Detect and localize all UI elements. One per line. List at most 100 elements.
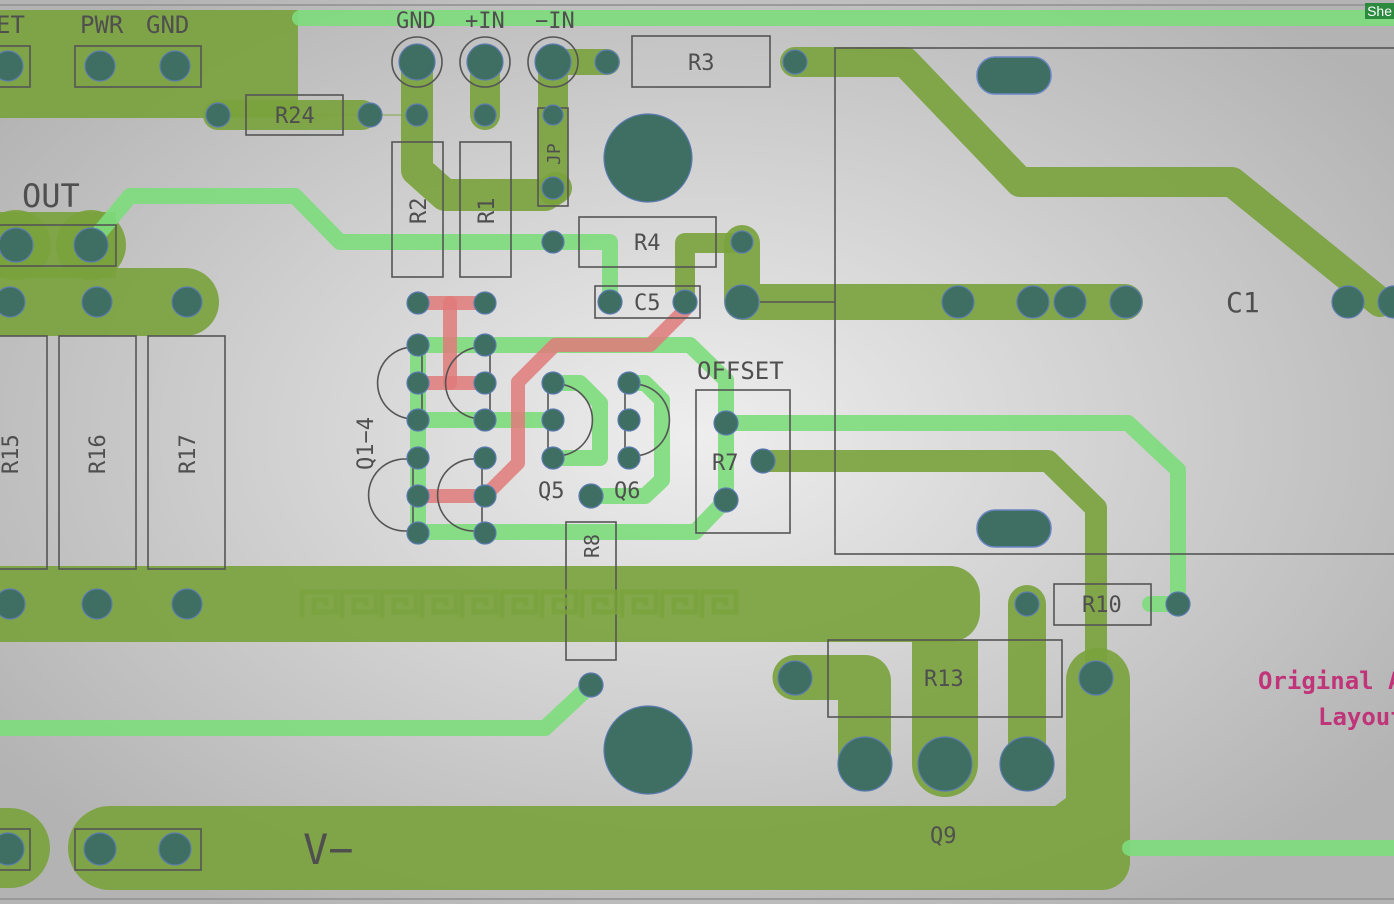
pad-c1-5: [1331, 285, 1365, 319]
gnd-label-left: GND: [146, 11, 189, 39]
ext-label: ET: [0, 11, 25, 39]
trace-c5-r4: [675, 233, 752, 312]
r16-outline: [58, 335, 137, 570]
pad-jp-b: [541, 176, 565, 200]
r13-outline: [827, 639, 1063, 718]
ground-bus-pour: [0, 566, 980, 642]
q3-outline: [367, 458, 414, 532]
pad-q9-3: [999, 736, 1055, 792]
pad-q9-2: [917, 736, 973, 792]
pad-q9-1: [837, 736, 893, 792]
r16-label: R16: [86, 434, 111, 474]
offset-label: OFFSET: [697, 357, 784, 385]
r4-outline: [578, 216, 717, 268]
r10-pad-pour: [1008, 585, 1046, 764]
pad-gnd: [159, 50, 191, 82]
pad-r4-a: [541, 230, 565, 254]
gnd-label-top: GND: [396, 9, 436, 34]
pad-q6-b: [617, 408, 641, 432]
v-minus-left-outline: [0, 828, 31, 871]
q9-label: Q9: [930, 824, 957, 849]
pad-r2-bot: [406, 291, 430, 315]
trace-r3-c1: [780, 47, 1394, 317]
pwr-label: PWR: [80, 11, 124, 39]
r7-label: R7: [712, 451, 739, 476]
pad-c1-3: [1053, 285, 1087, 319]
pad-r13-a: [777, 660, 813, 696]
pwr-gnd-pour: [0, 10, 298, 118]
pad-r15-top: [0, 286, 26, 318]
meander-logo: [299, 589, 739, 618]
out-connector-outline: [0, 224, 117, 267]
r10-outline: [1053, 583, 1152, 626]
pad-c1-2: [1016, 285, 1050, 319]
c1-slot-pads: [976, 56, 1052, 548]
pad-c5-b: [672, 289, 698, 315]
pad-q2-a: [473, 333, 497, 357]
v-minus-left-pad: [0, 808, 50, 888]
pad-out-a: [0, 227, 34, 263]
pad-gnd-jack: [398, 43, 436, 81]
pad-q6-a: [617, 371, 641, 395]
out-label: OUT: [22, 177, 80, 215]
pad-c1-4: [1109, 285, 1143, 319]
pad-r7-b: [750, 448, 776, 474]
v-minus-pour: [68, 648, 1130, 890]
pad-c5-a: [597, 289, 623, 315]
c1-slot-bottom: [976, 509, 1052, 548]
trace-r8-v: [0, 677, 599, 736]
pad-r1-bot: [473, 291, 497, 315]
r24-label: R24: [275, 104, 315, 129]
pad-r1-top: [473, 103, 497, 127]
pad-q3-a: [406, 446, 430, 470]
r24-outline: [245, 94, 344, 136]
pad-r15-bot: [0, 588, 26, 620]
pad-r13-b: [1078, 660, 1114, 696]
q5-label: Q5: [538, 479, 565, 504]
jp-label: JP: [544, 143, 565, 165]
pad-q4-c: [473, 521, 497, 545]
note-line-2: Layout: [1318, 703, 1394, 731]
silkscreen-text: ET PWR GND GND +IN −IN OUT V− R3 R24 R2 …: [0, 9, 1394, 874]
pad-c1-6: [1377, 285, 1394, 319]
pad-r3-a: [594, 49, 620, 75]
meander-pattern: [299, 589, 739, 618]
silkscreen-layer: [0, 35, 1394, 871]
pad-vminus-left: [0, 832, 25, 866]
plus-in-label: +IN: [465, 9, 505, 34]
pad-r16-bot: [81, 588, 113, 620]
pad-r16-top: [81, 286, 113, 318]
pad-mount-bottom: [603, 705, 693, 795]
pad-r3-b: [782, 49, 808, 75]
trace-q5-q6: [545, 375, 608, 466]
pad-c1-1: [941, 285, 975, 319]
corner-label[interactable]: She: [1365, 3, 1394, 19]
pad-minus-in-jack: [534, 43, 572, 81]
pad-q1-a: [406, 333, 430, 357]
r17-label: R17: [176, 434, 201, 474]
c1-outline: [834, 47, 1394, 555]
pad-q4-b: [473, 484, 497, 508]
r2-label: R2: [407, 198, 432, 225]
pad-r8-top: [578, 483, 604, 509]
pad-r7-c: [713, 487, 739, 513]
pad-jp-a: [542, 104, 564, 126]
pad-c1-lead: [724, 284, 760, 320]
trace-r7-r10: [752, 450, 1107, 689]
v-minus-connector-outline: [74, 828, 202, 871]
pad-r17-bot: [171, 588, 203, 620]
r1-label: R1: [475, 198, 500, 225]
trace-out-feedback: [92, 188, 618, 310]
r7-outline: [695, 389, 791, 534]
pad-r24-a: [205, 102, 231, 128]
pad-q3-c: [406, 521, 430, 545]
pad-vminus-b: [158, 832, 192, 866]
pad-mount-top: [603, 113, 693, 203]
pad-r7-a: [713, 410, 739, 436]
r2-outline: [391, 141, 444, 278]
r17-outline: [147, 335, 226, 570]
c5-label: C5: [634, 291, 661, 316]
r10-label: R10: [1082, 593, 1122, 618]
